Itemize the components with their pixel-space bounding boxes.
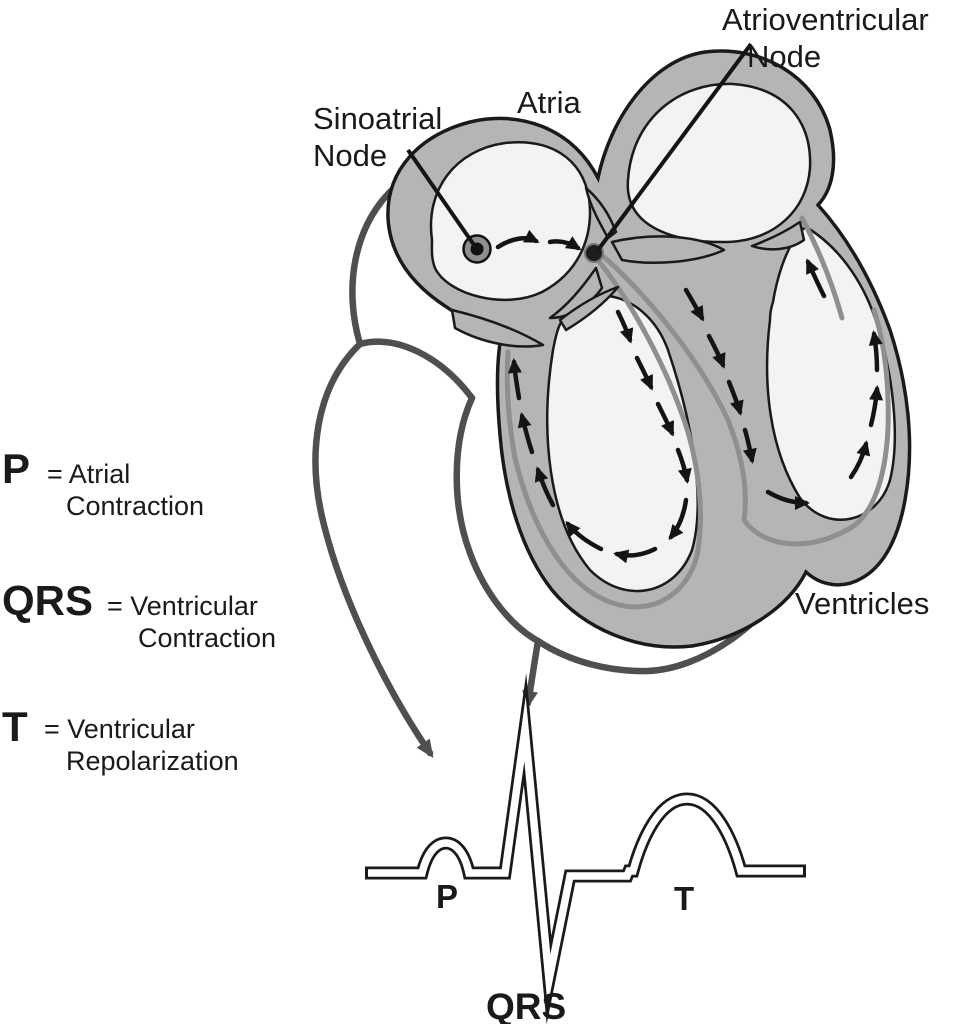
vessel-outline-left (312, 182, 434, 758)
atrial-arrow (495, 229, 540, 250)
vessel-outline-lower (453, 394, 542, 645)
sinoatrial-node-label-line2: Node (313, 138, 388, 173)
valve-leaflet-septal (584, 186, 618, 240)
legend-symbol-t: T (2, 703, 28, 750)
sinoatrial-node-label: Sinoatrial Node (313, 100, 442, 174)
rv-arrow (726, 379, 744, 416)
vessel-outline-upper (356, 338, 476, 402)
sinoatrial-node-core (470, 242, 484, 256)
atrial-arrow (547, 236, 582, 251)
rv-arrow (706, 333, 726, 369)
rv-arrow (683, 287, 705, 322)
lv-arrow (634, 355, 654, 391)
legend-symbol-qrs: QRS (2, 577, 94, 624)
rv-arrow (868, 385, 884, 428)
valve-leaflet-ra-floor (750, 220, 806, 251)
lv-arrow (565, 520, 604, 552)
ventricles-label: Ventricles (795, 586, 930, 621)
lv-arrow (517, 412, 535, 455)
legend-t-text2: Repolarization (66, 746, 239, 776)
lv-arrow (615, 309, 634, 344)
sinoatrial-leader-line (406, 148, 476, 247)
rv-arrow (742, 427, 757, 464)
atrioventricular-node-label-line1: Atrioventricular (722, 2, 929, 37)
lv-arrow (655, 401, 675, 437)
bundle-branch-left (504, 257, 703, 610)
ecg-trace-core (368, 696, 803, 1006)
valve-leaflet-lv-top (558, 285, 620, 332)
valve-leaflet-tricuspid (610, 235, 726, 264)
lv-arrow (675, 447, 692, 484)
sinoatrial-node-label-line1: Sinoatrial (313, 101, 443, 136)
atrioventricular-node-label: Atrioventricular Node (722, 1, 929, 75)
atrioventricular-node-label-line2: Node (747, 39, 822, 74)
lv-arrow (534, 466, 556, 508)
rv-arrow (868, 330, 883, 373)
ecg-t-label: T (674, 880, 695, 917)
legend-qrs-text2: Contraction (138, 623, 277, 653)
bundle-branch-channel (799, 215, 845, 321)
legend-p-text: = Atrial (47, 459, 131, 489)
lv-arrow (668, 497, 689, 541)
atria-label: Atria (517, 85, 581, 120)
legend-qrs-text: = Ventricular (107, 591, 258, 621)
rv-arrow (848, 440, 871, 480)
ecg-p-label: P (436, 878, 459, 915)
valve-leaflet-la-floor (450, 308, 545, 348)
lv-arrow (613, 546, 658, 564)
legend-symbol-p: P (2, 445, 31, 492)
atrioventricular-leader-line (596, 42, 753, 252)
legend-t-text: = Ventricular (44, 714, 195, 744)
lv-arrow (507, 358, 522, 401)
ecg-qrs-label: QRS (486, 986, 567, 1024)
rv-arrow (805, 258, 827, 299)
qrs-pointer-arrow (522, 637, 542, 709)
rv-arrow (765, 489, 810, 510)
bundle-branch-right (601, 254, 891, 547)
legend-p-text2: Contraction (66, 491, 205, 521)
